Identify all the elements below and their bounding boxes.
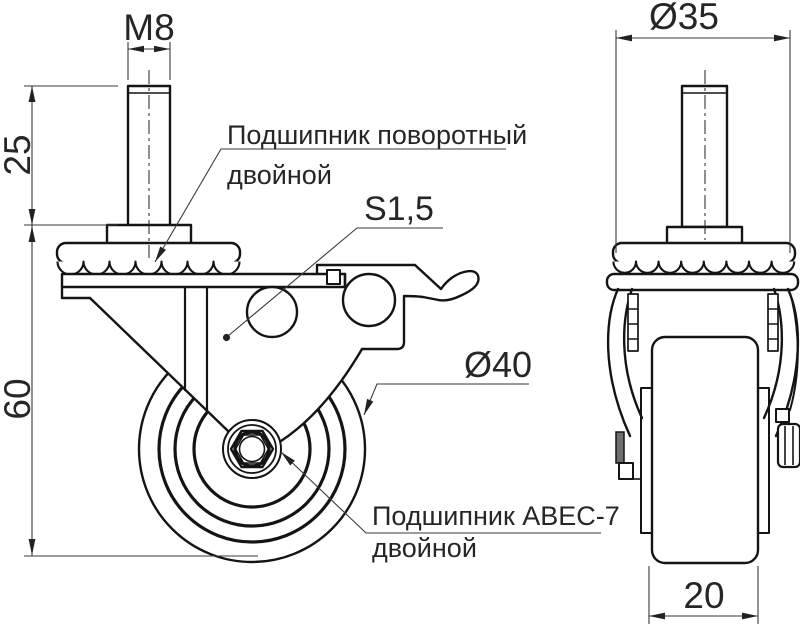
side-bearing-strip-right-rungs (768, 308, 778, 340)
wheel-bearing-label-line1: Подшипник ABEC-7 (372, 501, 620, 531)
dim-plate-thickness-dot (222, 333, 231, 342)
dim-wheel-diameter-label: Ø40 (464, 344, 532, 385)
side-view (605, 70, 800, 565)
dim-stem-arrow-top (28, 86, 36, 102)
dim-overall-height-label: 60 (0, 378, 38, 419)
wheel-bearing-arrow (281, 452, 295, 466)
axle-end-tab (618, 462, 634, 480)
side-fork-leg-left-outer (606, 287, 632, 438)
dim-thread-arrow-left (128, 45, 144, 53)
axle-washer-side (775, 408, 790, 423)
wheel-rim-ring-inner (192, 389, 312, 509)
axle-hex-nut-side (776, 422, 800, 469)
axle-hex-nut-side-flats (784, 426, 794, 465)
swivel-bearing-balls (56, 260, 241, 276)
axle-bore-inner (238, 435, 266, 463)
fork-front-edge (88, 296, 230, 433)
plate-left-lip (60, 285, 92, 300)
wheel-bearing-label-line2: двойной (372, 533, 477, 563)
dim-thread: M8 (123, 7, 175, 80)
dim-height-arrow-top (28, 226, 36, 242)
side-swivel-bearing-balls (612, 260, 796, 274)
dim-thread-label: M8 (123, 7, 174, 48)
annotation-swivel-bearing: Подшипник поворотный двойной (154, 120, 527, 263)
dim-wheel-dia-arrow (364, 398, 374, 415)
bracket-hole (245, 285, 299, 339)
dim-plate-thickness: S1,5 (222, 190, 443, 342)
dim-stem-length: 25 (0, 85, 118, 226)
dim-wheel-width: 20 (648, 566, 759, 624)
dim-plate-thickness-label: S1,5 (364, 190, 434, 228)
dim-wheel-width-arrow-left (649, 612, 665, 620)
side-top-plate (605, 272, 800, 292)
side-hub-flange-left (640, 387, 653, 534)
brake-pivot-hole (341, 272, 397, 328)
dim-plate-dia-arrow-left (616, 34, 632, 42)
annotation-wheel-bearing: Подшипник ABEC-7 двойной (280, 451, 620, 563)
side-swivel-dome (611, 241, 797, 265)
dim-thread-arrow-right (154, 45, 170, 53)
dim-plate-dia-arrow-right (774, 34, 790, 42)
dim-wheel-diameter: Ø40 (363, 344, 532, 416)
dim-stem-length-label: 25 (0, 134, 38, 175)
dim-wheel-width-label: 20 (683, 575, 724, 616)
dim-overall-height: 60 (0, 225, 258, 557)
side-bearing-strip-left-rungs (628, 308, 638, 340)
axle-bore-outer (233, 430, 271, 468)
wheel-rim-ring-middle (173, 370, 331, 528)
wheel-side (650, 335, 760, 565)
top-plate (60, 272, 347, 289)
annotations: Подшипник поворотный двойной Подшипник A… (154, 120, 620, 563)
dim-height-arrow-bottom (28, 539, 36, 555)
side-bearing-strip-right (767, 293, 779, 352)
swivel-bearing-arrow (155, 246, 166, 262)
axle-end-peg (615, 431, 625, 464)
wheel-tread-circle (137, 334, 367, 564)
fork-rear-edge (279, 347, 364, 443)
swivel-bearing-label-line1: Подшипник поворотный (227, 120, 527, 150)
dim-wheel-width-arrow-right (742, 612, 758, 620)
dim-stem-arrow-bottom (28, 209, 36, 225)
side-brake-arm-curve (789, 299, 799, 411)
dim-plate-diameter-label: Ø35 (649, 0, 719, 37)
wheel-rim-ring-outer (157, 354, 347, 544)
side-bearing-strip-left (627, 293, 639, 352)
swivel-bearing-label-line2: двойной (227, 160, 332, 190)
plate-step-tab (326, 269, 341, 285)
dim-plate-diameter: Ø35 (615, 0, 791, 253)
front-view (55, 70, 480, 564)
wheel-front (137, 334, 367, 564)
